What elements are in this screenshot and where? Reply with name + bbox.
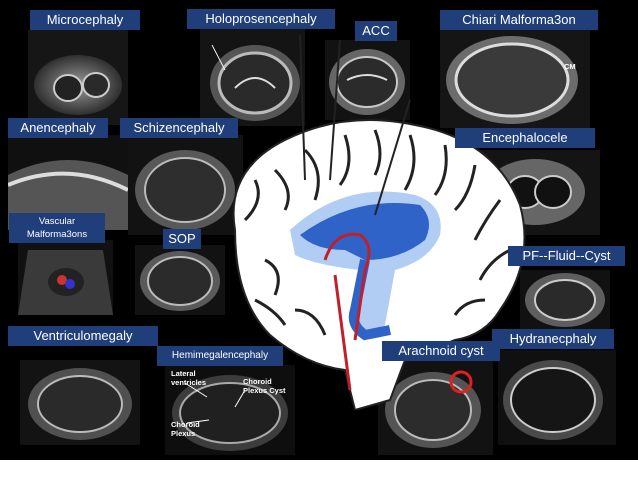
ultrasound-icon bbox=[325, 40, 410, 120]
footer-strip bbox=[0, 460, 638, 479]
annotation-choroid-plexus: Choroid Plexus bbox=[171, 420, 200, 438]
collage-canvas: CM bbox=[0, 0, 638, 460]
label-acc: ACC bbox=[355, 21, 397, 41]
us-image-chiari: CM bbox=[440, 28, 590, 128]
label-encephalocele: Encephalocele bbox=[455, 128, 595, 148]
annotation-text: ventricles bbox=[171, 378, 207, 387]
us-image-vascular-malformations bbox=[18, 240, 113, 315]
annotation-lateral-ventricles: Lateral ventricles bbox=[171, 369, 206, 387]
label-vascular-line1: Vascular bbox=[38, 216, 76, 227]
label-microcephaly: Microcephaly bbox=[30, 10, 140, 30]
label-vascular-line2: Malforma3ons bbox=[26, 229, 88, 240]
label-arachnoid-cyst: Arachnoid cyst bbox=[382, 341, 500, 361]
ultrasound-icon bbox=[28, 30, 128, 125]
ultrasound-icon bbox=[520, 270, 610, 330]
annotation-text: Plexus Cyst bbox=[243, 386, 286, 395]
us-image-holoprosencephaly bbox=[200, 28, 305, 126]
us-image-schizencephaly bbox=[128, 135, 243, 235]
ultrasound-icon bbox=[165, 365, 295, 455]
ultrasound-icon bbox=[440, 28, 590, 128]
brain-illustration bbox=[232, 119, 526, 410]
label-holoprosencephaly: Holoprosencephaly bbox=[187, 9, 335, 29]
ultrasound-icon bbox=[135, 245, 225, 315]
us-image-pf-fluid-cyst bbox=[520, 270, 610, 330]
us-image-ventriculomegaly bbox=[20, 360, 140, 445]
label-schizencephaly: Schizencephaly bbox=[120, 118, 238, 138]
label-pf-fluid-cyst: PF--Fluid--Cyst bbox=[508, 246, 625, 266]
us-image-arachnoid-cyst bbox=[378, 360, 493, 455]
ultrasound-icon bbox=[498, 350, 616, 445]
ventricle-horn bbox=[348, 259, 391, 341]
ultrasound-icon bbox=[18, 240, 113, 315]
annotation-choroid-plexus-cyst: Choroid Plexus Cyst bbox=[243, 377, 286, 395]
label-ventriculomegaly: Ventriculomegaly bbox=[8, 326, 158, 346]
ultrasound-icon bbox=[20, 360, 140, 445]
annotation-text: Choroid bbox=[171, 420, 200, 429]
label-hydranencephaly: Hydranecphaly bbox=[492, 329, 614, 349]
ultrasound-icon bbox=[128, 135, 243, 235]
us-image-hemimegalencephaly: Lateral ventricles Choroid Plexus Cyst C… bbox=[165, 365, 295, 455]
annotation-text: Choroid bbox=[243, 377, 272, 386]
vessel-red bbox=[323, 232, 371, 391]
annotation-cm: CM bbox=[564, 62, 576, 71]
annotation-text: Lateral bbox=[171, 369, 196, 378]
ultrasound-icon bbox=[378, 360, 493, 455]
label-sop: SOP bbox=[163, 229, 201, 249]
label-hemimegalencephaly: Hemimegalencephaly bbox=[157, 346, 283, 366]
us-image-sop bbox=[135, 245, 225, 315]
us-image-hydranencephaly bbox=[498, 350, 616, 445]
us-image-anencephaly bbox=[8, 135, 128, 230]
label-chiari-malformation: Chiari Malforma3on bbox=[440, 10, 598, 30]
label-anencephaly: Anencephaly bbox=[8, 118, 108, 138]
annotation-text: Plexus bbox=[171, 429, 196, 438]
us-image-microcephaly bbox=[28, 30, 128, 125]
ultrasound-icon bbox=[200, 28, 305, 126]
label-vascular-malformations: Vascular Malforma3ons bbox=[9, 213, 105, 243]
us-image-acc bbox=[325, 40, 410, 120]
highlight-circle-icon bbox=[449, 370, 473, 394]
